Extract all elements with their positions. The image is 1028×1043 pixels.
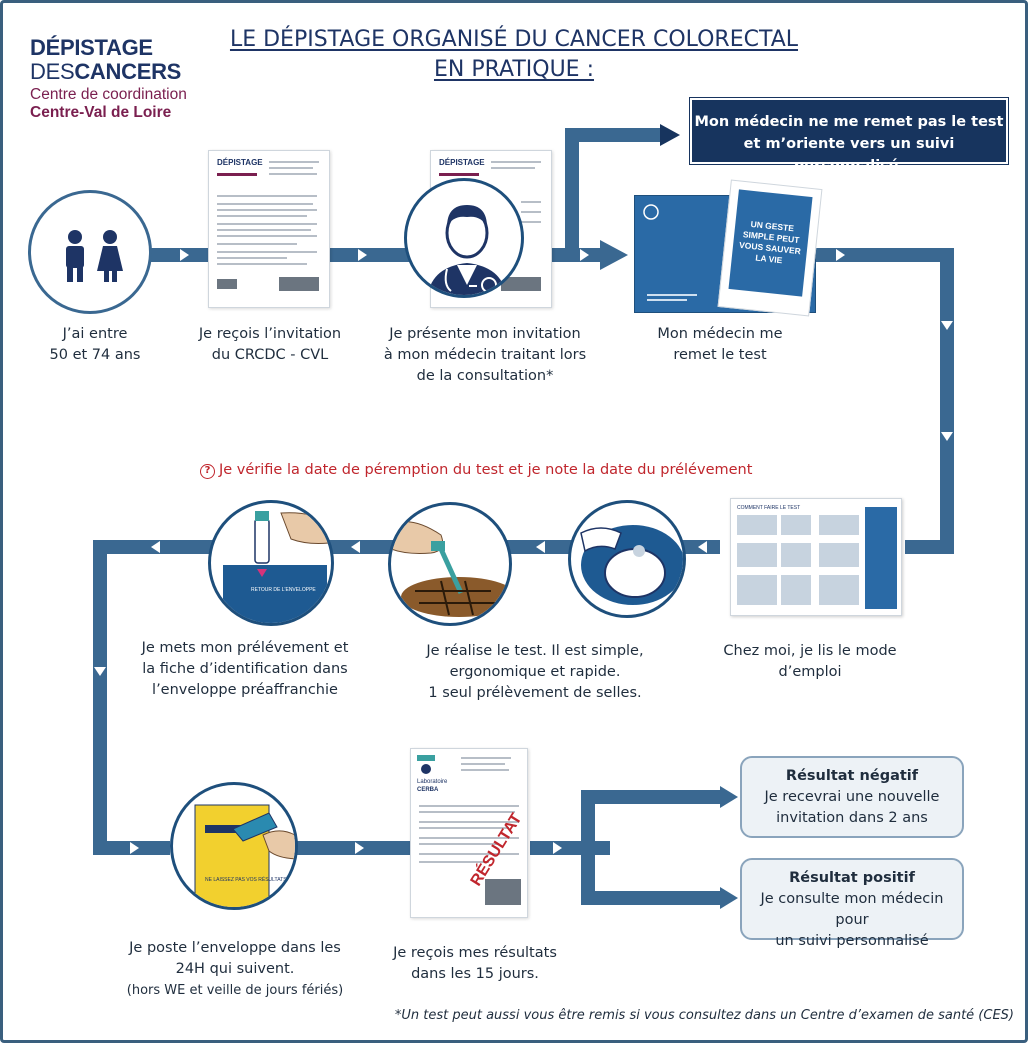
test-sample-circle xyxy=(388,502,512,626)
negative-result-box: Résultat négatif Je recevrai une nouvell… xyxy=(740,756,964,838)
logo-line4: Centre-Val de Loire xyxy=(30,104,172,121)
letter-logo-text: DÉPISTAGE xyxy=(217,158,263,167)
expiry-warning: ? Je vérifie la date de péremption du tes… xyxy=(200,460,760,480)
negative-result-title: Résultat négatif xyxy=(785,768,919,784)
step-age-circle xyxy=(28,190,152,314)
title-line1: LE DÉPISTAGE ORGANISÉ DU CANCER COLORECT… xyxy=(229,27,799,52)
sample-tube-envelope-icon: RETOUR DE L'ENVELOPPE xyxy=(223,511,330,623)
test-kit-card: UN GESTE SIMPLE PEUT VOUS SAUVER LA VIE xyxy=(717,179,823,317)
step-6-label: Je réalise le test. Il est simple,ergono… xyxy=(426,643,644,701)
mailbox-circle: NE LAISSEZ PAS VOS RÉSULTATS xyxy=(170,782,298,910)
sampling-stick-icon xyxy=(391,521,509,617)
mailbox-icon: NE LAISSEZ PAS VOS RÉSULTATS xyxy=(194,804,295,907)
doctor-icon xyxy=(427,205,507,295)
invitation-letter-icon: DÉPISTAGE xyxy=(208,150,330,308)
step-8-note: (hors WE et veille de jours fériés) xyxy=(126,983,344,998)
letter-logo-text-2: DÉPISTAGE xyxy=(439,158,485,167)
envelope-circle: RETOUR DE L'ENVELOPPE xyxy=(208,500,334,626)
callout-line2: et m’oriente vers un suivi personnalisé. xyxy=(743,136,955,174)
results-document-icon: Laboratoire CERBA RÉSULTAT xyxy=(410,748,528,918)
callout-line1: Mon médecin ne me remet pas le test xyxy=(694,114,1004,130)
logo-line1: DÉPISTAGE xyxy=(30,35,153,60)
leaflet-title: COMMENT FAIRE LE TEST xyxy=(737,505,800,511)
instructions-leaflet-icon: COMMENT FAIRE LE TEST xyxy=(730,498,902,616)
positive-result-box: Résultat positif Je consulte mon médecin… xyxy=(740,858,964,949)
title-line2: EN PRATIQUE : xyxy=(433,57,594,82)
footnote: *Un test peut aussi vous être remis si v… xyxy=(394,1008,1014,1023)
man-woman-icon xyxy=(66,230,123,282)
kit-card-title: UN GESTE SIMPLE PEUT VOUS SAUVER LA VIE xyxy=(728,189,813,297)
envelope-text: RETOUR DE L'ENVELOPPE xyxy=(251,587,316,593)
no-test-callout: Mon médecin ne me remet pas le test et m… xyxy=(690,98,1008,174)
toilet-paper-icon xyxy=(580,525,683,605)
positive-result-title: Résultat positif xyxy=(789,870,915,886)
doctor-circle xyxy=(404,178,524,298)
logo-line3: Centre de coordination xyxy=(30,86,187,103)
logo-line2: DESCANCERS xyxy=(30,59,182,84)
logo: DÉPISTAGE DESCANCERS Centre de coordinat… xyxy=(30,36,187,122)
lab-text: Laboratoire xyxy=(417,779,448,785)
toilet-circle xyxy=(568,500,686,618)
warning-text: Je vérifie la date de péremption du test… xyxy=(219,462,753,478)
lab-name-text: CERBA xyxy=(417,787,439,793)
question-icon: ? xyxy=(200,464,215,479)
mailbox-text: NE LAISSEZ PAS VOS RÉSULTATS xyxy=(205,876,287,883)
page-title: LE DÉPISTAGE ORGANISÉ DU CANCER COLORECT… xyxy=(214,25,814,85)
